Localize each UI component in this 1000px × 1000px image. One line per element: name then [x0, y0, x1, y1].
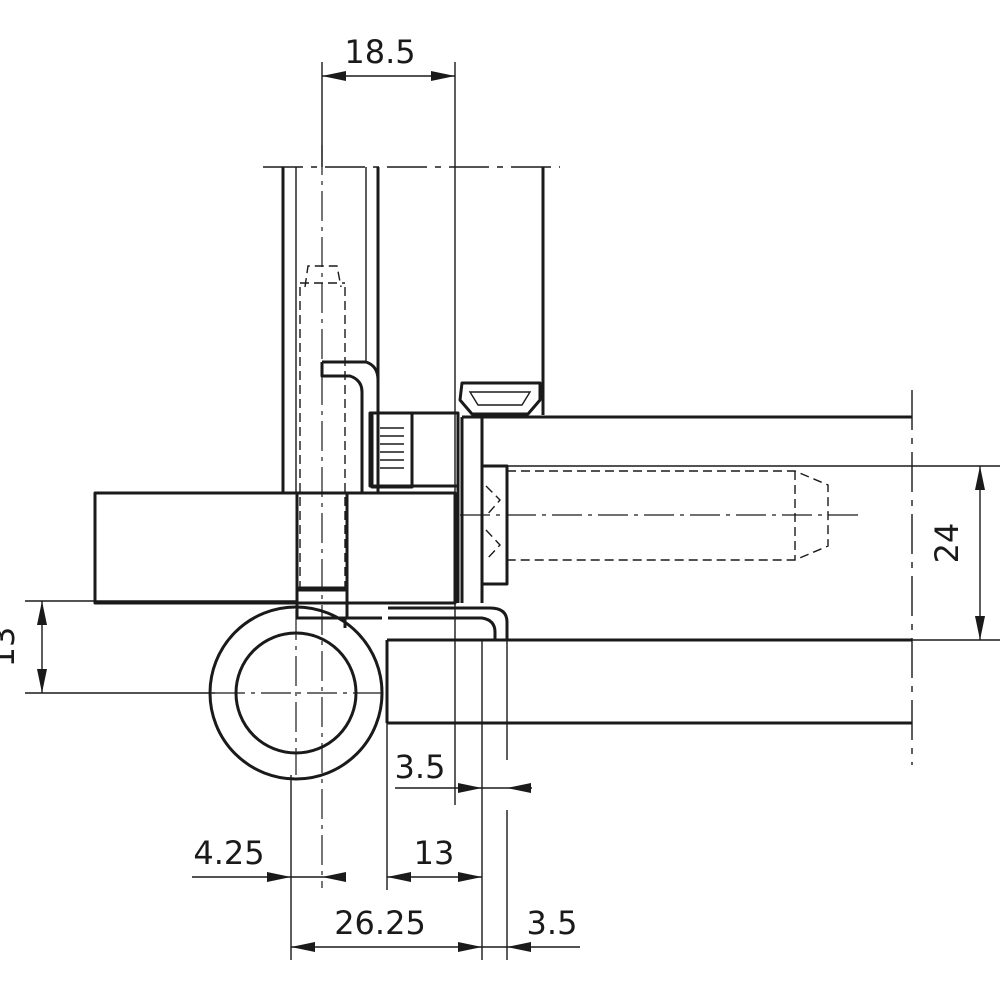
dim-top-width: 18.5	[321, 33, 456, 805]
dim-gap-lower: 3.5	[482, 810, 580, 960]
dim-label-top-width: 18.5	[344, 33, 415, 71]
frame-profile	[263, 166, 560, 494]
dim-label-vertical-left: 13	[0, 627, 22, 668]
hinge-pin	[295, 145, 349, 888]
dim-label-vertical-right: 24	[928, 523, 966, 564]
dim-label-width-mid: 13	[414, 834, 455, 872]
frame-hinge-block	[93, 411, 460, 605]
pin-clip	[320, 360, 380, 493]
leaf-hinge-plate	[388, 417, 509, 640]
adjustment-screw	[370, 411, 414, 489]
door-leaf	[385, 390, 913, 765]
dim-offset-left: 4.25	[192, 775, 346, 960]
dim-width-bottom: 26.25	[291, 904, 482, 952]
door-bolt-hidden	[460, 470, 860, 561]
knuckle-barrel	[208, 605, 385, 781]
dim-vertical-left: 13	[0, 600, 297, 694]
dim-gap-upper: 3.5	[395, 640, 532, 960]
dim-width-mid: 13	[386, 723, 482, 890]
dim-vertical-right: 24	[507, 465, 1000, 641]
dim-label-offset-left: 4.25	[193, 834, 264, 872]
dim-label-width-bottom: 26.25	[334, 904, 426, 942]
dim-label-gap-upper: 3.5	[395, 748, 446, 786]
dim-label-gap-lower: 3.5	[527, 904, 578, 942]
